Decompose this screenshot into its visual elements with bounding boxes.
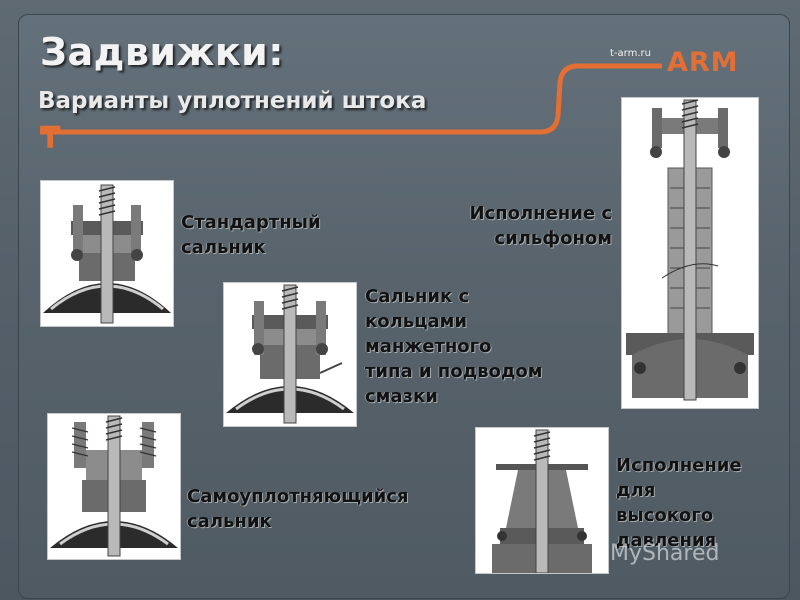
caption-line: смазки (365, 386, 438, 407)
logo-t-letter: T (40, 121, 61, 156)
caption-bellows: Исполнение с сильфоном (432, 201, 612, 251)
caption-line: для (616, 480, 656, 501)
page-title: Задвижки: (40, 30, 284, 74)
valve-image-high-pressure (475, 427, 609, 574)
caption-line: Стандартный (181, 212, 321, 233)
valve-image-lip-rings (223, 282, 357, 427)
logo-line-graphic: T (40, 63, 662, 156)
page-subtitle: Варианты уплотнений штока (38, 88, 427, 114)
caption-lip-rings: Сальник с кольцами манжетного типа и под… (365, 284, 543, 409)
site-url: t-arm.ru (610, 48, 651, 59)
watermark: MyShared (610, 541, 720, 566)
caption-line: сальник (187, 511, 272, 532)
caption-line: высокого (616, 505, 714, 526)
caption-line: давления (616, 530, 717, 551)
caption-line: Исполнение с (469, 203, 612, 224)
caption-line: сальник (181, 237, 266, 258)
caption-line: Сальник с (365, 286, 470, 307)
valve-image-bellows (621, 97, 759, 409)
caption-line: кольцами (365, 311, 467, 332)
brand-logo: ARM (667, 47, 739, 78)
caption-high-pressure: Исполнение для высокого давления (616, 453, 742, 553)
valve-image-standard-gland (40, 180, 174, 327)
caption-line: манжетного (365, 336, 492, 357)
valve-image-self-sealing (47, 413, 181, 560)
caption-line: Самоуплотняющийся (187, 486, 409, 507)
caption-self-sealing: Самоуплотняющийся сальник (187, 484, 408, 534)
caption-standard-gland: Стандартный сальник (181, 210, 321, 260)
caption-line: типа и подводом (365, 361, 543, 382)
caption-line: Исполнение (616, 455, 742, 476)
caption-line: сильфоном (494, 228, 612, 249)
